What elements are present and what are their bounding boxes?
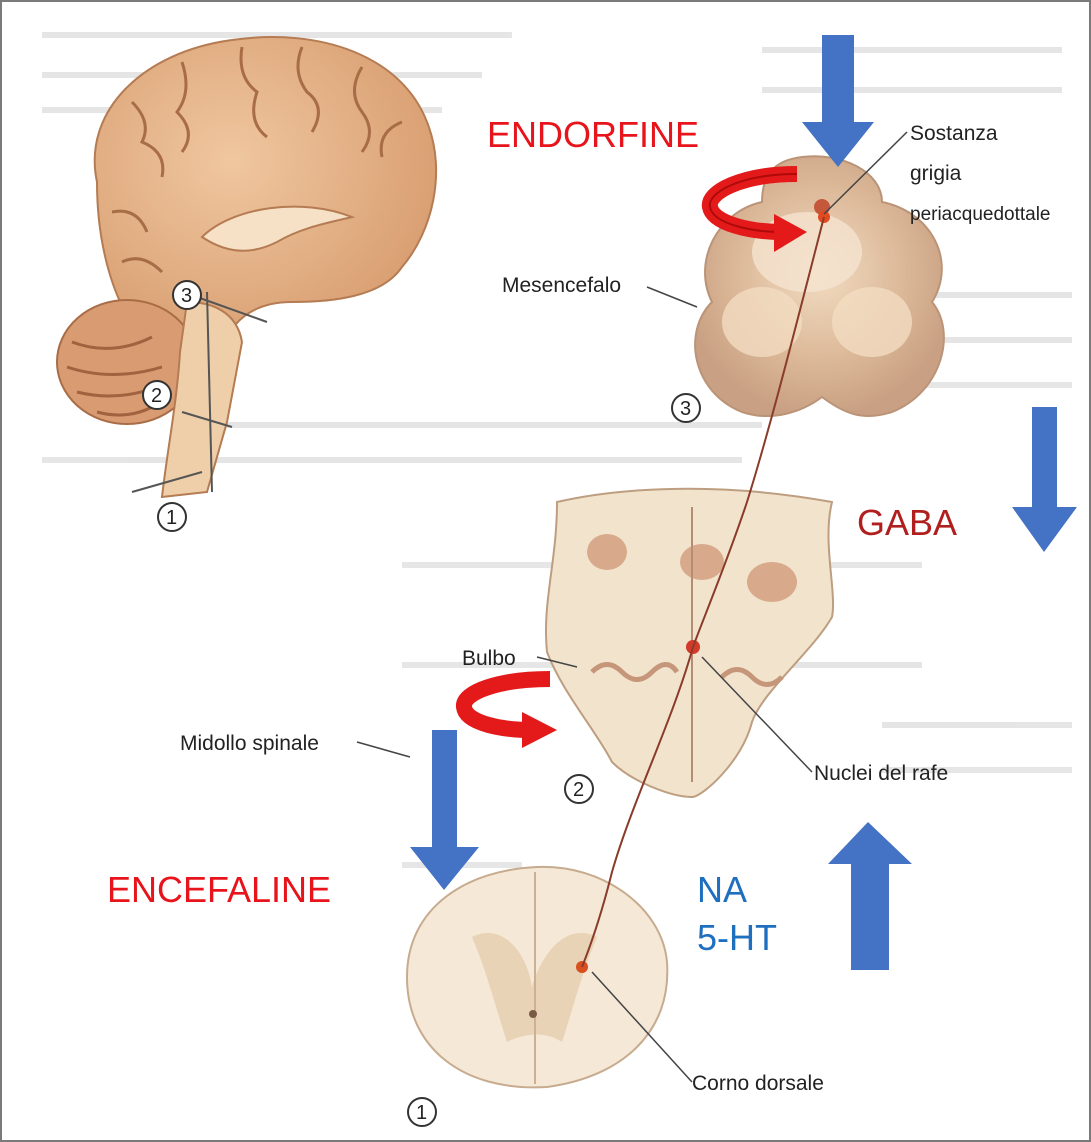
arrow-down-endorfine xyxy=(802,35,874,167)
label-gaba: GABA xyxy=(857,502,957,543)
mesencephalon-marker-3: 3 xyxy=(680,398,691,420)
label-encefaline: ENCEFALINE xyxy=(107,869,331,910)
brain-marker-2: 2 xyxy=(151,385,162,407)
brain-marker-1: 1 xyxy=(166,507,177,529)
label-na: NA xyxy=(697,869,747,910)
brain-sagittal-illustration: 3 2 1 xyxy=(57,37,436,531)
label-midollo-spinale: Midollo spinale xyxy=(180,732,319,755)
label-nuclei-del-rafe: Nuclei del rafe xyxy=(814,762,948,785)
arrow-up-na-5ht xyxy=(828,822,912,970)
spinal-cord-section: 1 xyxy=(407,867,667,1126)
label-sostanza-line3: periacquedottale xyxy=(910,204,1051,225)
label-corno-dorsale: Corno dorsale xyxy=(692,1072,824,1095)
label-mesencefalo: Mesencefalo xyxy=(502,274,621,297)
label-sostanza-line2: grigia xyxy=(910,162,962,185)
curl-arrow-encefaline xyxy=(463,670,557,748)
medulla-section: 2 xyxy=(546,489,833,803)
label-5ht: 5-HT xyxy=(697,917,777,958)
arrow-down-gaba xyxy=(1012,407,1077,552)
medulla-marker-2: 2 xyxy=(573,779,584,801)
brain-marker-3: 3 xyxy=(181,285,192,307)
label-bulbo: Bulbo xyxy=(462,647,516,670)
spinal-marker-1: 1 xyxy=(416,1102,427,1124)
label-endorfine: ENDORFINE xyxy=(487,114,699,155)
label-sostanza-line1: Sostanza xyxy=(910,122,998,145)
